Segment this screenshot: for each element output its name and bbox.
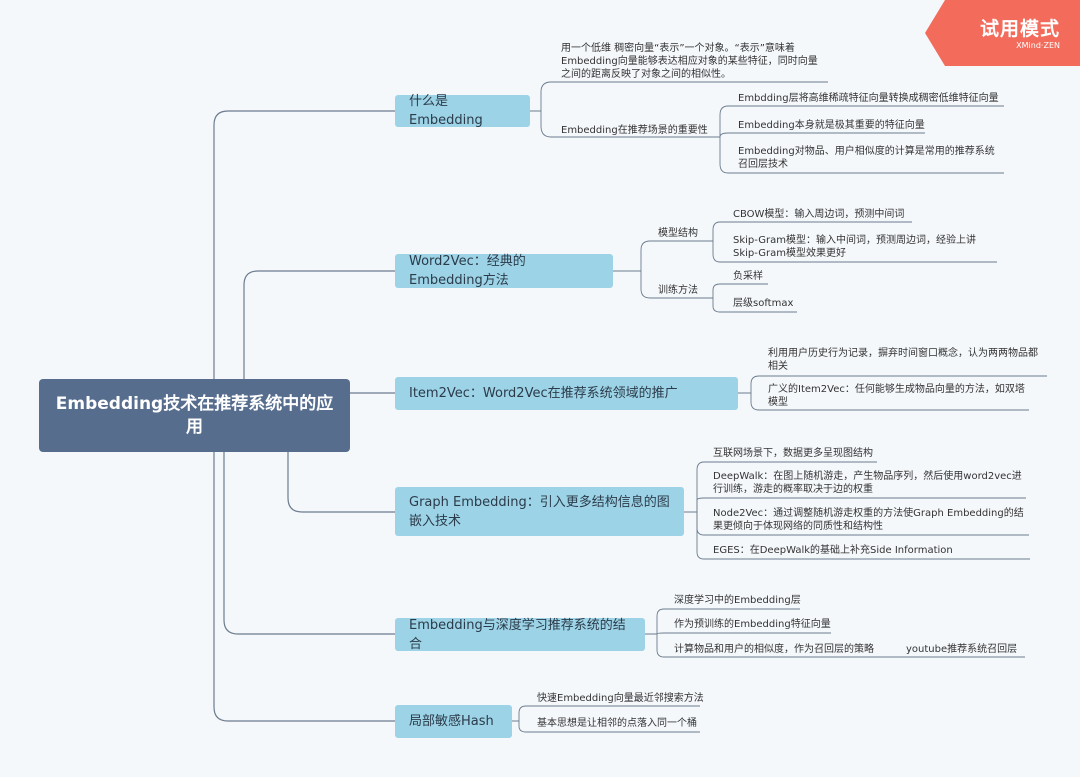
topic-label: Embedding与深度学习推荐系统的结合 (409, 617, 626, 652)
topic-label: Word2Vec：经典的Embedding方法 (409, 254, 526, 288)
badge-brand: XMind·ZEN (1016, 41, 1060, 50)
topic-what-is-embedding[interactable]: 什么是Embedding (395, 94, 530, 128)
leaf-importance-2[interactable]: Embedding本身就是极其重要的特征向量 (738, 120, 925, 131)
leaf-dl-1[interactable]: 深度学习中的Embedding层 (674, 595, 801, 606)
trial-mode-badge: 试用模式 XMind·ZEN (925, 0, 1080, 66)
leaf-youtube-recall[interactable]: youtube推荐系统召回层 (906, 644, 1018, 655)
leaf-node2vec[interactable]: Node2Vec：通过调整随机游走权重的方法使Graph Embedding的结… (713, 508, 1024, 532)
leaf-item2vec-2[interactable]: 广义的Item2Vec：任何能够生成物品向量的方法，如双塔模型 (768, 384, 1025, 408)
leaf-graph-1[interactable]: 互联网场景下，数据更多呈现图结构 (713, 448, 873, 459)
topic-word2vec[interactable]: Word2Vec：经典的Embedding方法 (395, 254, 613, 288)
leaf-deepwalk[interactable]: DeepWalk：在图上随机游走，产生物品序列，然后使用word2vec进行训练… (713, 471, 1022, 495)
leaf-dl-2[interactable]: 作为预训练的Embedding特征向量 (674, 619, 831, 630)
topic-item2vec[interactable]: Item2Vec：Word2Vec在推荐系统领域的推广 (395, 377, 738, 410)
leaf-item2vec-1[interactable]: 利用用户历史行为记录，摒弃时间窗口概念，认为两两物品都相关 (768, 348, 1038, 372)
root-topic-label: Embedding技术在推荐系统中的应用 (55, 393, 334, 437)
leaf-model-structure[interactable]: 模型结构 (658, 228, 698, 239)
leaf-importance-3[interactable]: Embedding对物品、用户相似度的计算是常用的推荐系统召回层技术 (738, 146, 995, 170)
leaf-importance-1[interactable]: Embdding层将高维稀疏特征向量转换成稠密低维特征向量 (738, 93, 999, 104)
leaf-hierarchical-softmax[interactable]: 层级softmax (733, 298, 794, 309)
leaf-lsh-1[interactable]: 快速Embedding向量最近邻搜索方法 (537, 693, 704, 704)
leaf-negative-sampling[interactable]: 负采样 (733, 271, 763, 282)
topic-graph-embedding[interactable]: Graph Embedding：引入更多结构信息的图嵌入技术 (395, 487, 684, 536)
topic-label: 局部敏感Hash (409, 714, 494, 729)
leaf-importance[interactable]: Embedding在推荐场景的重要性 (561, 125, 708, 136)
badge-title: 试用模式 (979, 18, 1060, 40)
leaf-eges[interactable]: EGES：在DeepWalk的基础上补充Side Information (713, 545, 953, 556)
leaf-definition[interactable]: 用一个低维 稠密向量“表示”一个对象。“表示”意味着Embedding向量能够表… (561, 43, 818, 80)
topic-lsh[interactable]: 局部敏感Hash (395, 705, 512, 738)
leaf-lsh-2[interactable]: 基本思想是让相邻的点落入同一个桶 (537, 718, 697, 729)
topic-label: Graph Embedding：引入更多结构信息的图嵌入技术 (409, 494, 670, 529)
leaf-dl-3[interactable]: 计算物品和用户的相似度，作为召回层的策略 (674, 644, 874, 655)
topic-deep-learning[interactable]: Embedding与深度学习推荐系统的结合 (395, 617, 645, 652)
topic-label: Item2Vec：Word2Vec在推荐系统领域的推广 (409, 386, 678, 401)
leaf-skipgram[interactable]: Skip-Gram模型：输入中间词，预测周边词，经验上讲Skip-Gram模型效… (733, 235, 976, 259)
leaf-training-method[interactable]: 训练方法 (658, 285, 698, 296)
leaf-cbow[interactable]: CBOW模型：输入周边词，预测中间词 (733, 209, 905, 220)
badge-shape (925, 0, 1080, 66)
root-topic[interactable]: Embedding技术在推荐系统中的应用 (39, 379, 350, 452)
topic-label: 什么是Embedding (409, 94, 483, 128)
